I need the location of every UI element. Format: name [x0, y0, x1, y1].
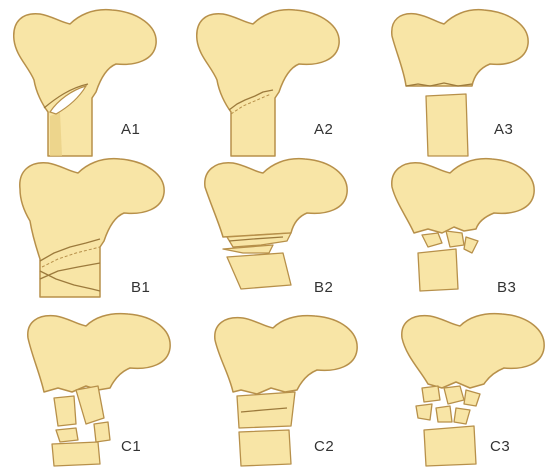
femur-b3-illustration [366, 157, 549, 314]
femur-a3-illustration [366, 0, 549, 157]
femur-b2-illustration [183, 157, 366, 314]
panel-label-c3: C3 [490, 438, 510, 455]
panel-c2: C2 [183, 314, 366, 471]
panel-c3: C3 [366, 314, 549, 471]
femur-c3-illustration [366, 314, 549, 471]
panel-b1: B1 [0, 157, 183, 314]
femur-c1-illustration [0, 314, 183, 471]
panel-b3: B3 [366, 157, 549, 314]
panel-b2: B2 [183, 157, 366, 314]
femur-b1-illustration [0, 157, 183, 314]
panel-label-b2: B2 [314, 279, 333, 296]
panel-label-a3: A3 [494, 121, 513, 138]
panel-label-c2: C2 [314, 438, 334, 455]
panel-c1: C1 [0, 314, 183, 471]
femur-a1-illustration [0, 0, 183, 157]
panel-label-a1: A1 [121, 121, 140, 138]
femur-c2-illustration [183, 314, 366, 471]
femur-a2-illustration [183, 0, 366, 157]
panel-label-b3: B3 [497, 279, 516, 296]
panel-a1: A1 [0, 0, 183, 157]
panel-label-a2: A2 [314, 121, 333, 138]
panel-a2: A2 [183, 0, 366, 157]
panel-label-b1: B1 [131, 279, 150, 296]
panel-a3: A3 [366, 0, 549, 157]
panel-label-c1: C1 [121, 438, 141, 455]
